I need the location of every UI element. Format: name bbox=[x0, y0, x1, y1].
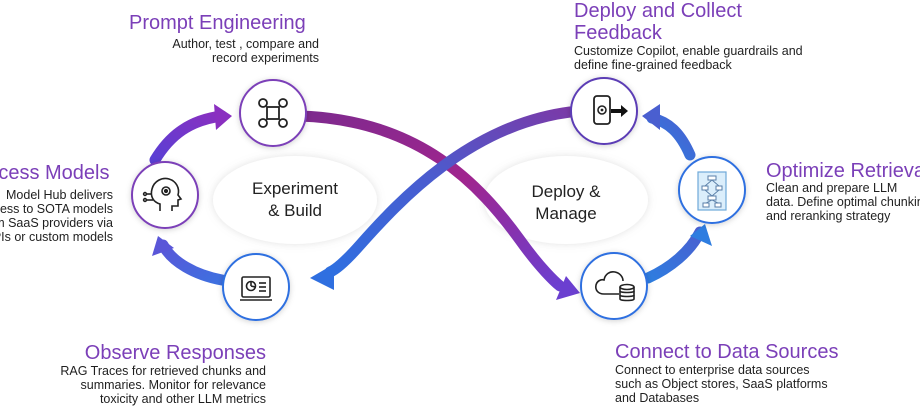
hub-right-oval bbox=[484, 156, 648, 244]
connect-desc-line1: Connect to enterprise data sources bbox=[615, 363, 810, 377]
observe-desc-line3: toxicity and other LLM metrics bbox=[99, 392, 266, 406]
hub-experiment-build: Experiment & Build bbox=[245, 178, 345, 222]
phone-settings-arrow-icon bbox=[593, 95, 628, 125]
deploy-desc-line2: define fine-grained feedback bbox=[574, 58, 732, 72]
optimize-retrieval-desc: Clean and prepare LLM data. Define optim… bbox=[766, 181, 920, 223]
prompt-engineering-desc: Author, test , compare and record experi… bbox=[129, 37, 319, 65]
optimize-desc-line2: data. Define optimal chunking bbox=[766, 195, 920, 209]
dashboard-monitor-icon bbox=[240, 276, 272, 301]
prompt-engineering-title: Prompt Engineering bbox=[129, 12, 306, 34]
stage-deploy-node[interactable] bbox=[570, 77, 638, 145]
connect-data-sources-title: Connect to Data Sources bbox=[615, 341, 839, 363]
command-key-icon bbox=[258, 98, 288, 128]
ai-head-gear-icon bbox=[142, 177, 183, 211]
access-desc-line1: Model Hub delivers bbox=[6, 188, 113, 202]
observe-desc-line2: summaries. Monitor for relevance bbox=[80, 378, 266, 392]
hub-right-line1: Deploy & bbox=[531, 182, 601, 201]
arrow-deploy-to-observe bbox=[324, 106, 576, 278]
optimize-retrieval-title: Optimize Retrieval bbox=[766, 160, 920, 182]
observe-responses-title: Observe Responses bbox=[84, 342, 266, 364]
arrowhead-observe bbox=[310, 264, 334, 290]
deploy-feedback-desc: Customize Copilot, enable guardrails and… bbox=[574, 44, 803, 72]
arrow-connect-to-optimize bbox=[642, 226, 706, 284]
arrowhead-access bbox=[152, 236, 174, 256]
optimize-desc-line3: and reranking strategy bbox=[766, 209, 891, 223]
retrieval-flow-icon bbox=[697, 171, 727, 211]
hub-left-oval bbox=[213, 156, 377, 244]
stage-optimize-node[interactable] bbox=[678, 156, 746, 224]
deploy-desc-line1: Customize Copilot, enable guardrails and bbox=[574, 44, 803, 58]
prompt-desc-line2: record experiments bbox=[212, 51, 319, 65]
hub-left-line1: Experiment bbox=[252, 179, 338, 198]
access-models-title: Access Models bbox=[0, 162, 110, 184]
access-desc-line4: APIs or custom models bbox=[0, 230, 113, 244]
hub-right-line2: Manage bbox=[535, 204, 597, 223]
optimize-desc-line1: Clean and prepare LLM bbox=[766, 181, 898, 195]
access-desc-line2: access to SOTA models bbox=[0, 202, 113, 216]
access-desc-line3: from SaaS providers via bbox=[0, 216, 113, 230]
observe-responses-desc: RAG Traces for retrieved chunks and summ… bbox=[60, 364, 266, 406]
connect-data-sources-desc: Connect to enterprise data sources such … bbox=[615, 363, 828, 405]
arrowhead-optimize bbox=[690, 224, 712, 246]
arrowhead-deploy bbox=[642, 104, 660, 130]
hub-deploy-manage: Deploy & Manage bbox=[516, 181, 616, 225]
connect-desc-line2: such as Object stores, SaaS platforms bbox=[615, 377, 828, 391]
stage-prompt-node[interactable] bbox=[239, 79, 307, 147]
stage-observe-node[interactable] bbox=[222, 253, 290, 321]
deploy-title-line1: Deploy and Collect bbox=[574, 0, 742, 22]
prompt-desc-line1: Author, test , compare and bbox=[172, 37, 319, 51]
stage-access-node[interactable] bbox=[131, 161, 199, 229]
hub-left-line2: & Build bbox=[268, 201, 322, 220]
connect-desc-line3: and Databases bbox=[615, 391, 700, 405]
arrowhead-prompt bbox=[214, 104, 232, 130]
access-models-desc: Model Hub delivers access to SOTA models… bbox=[0, 188, 113, 244]
stage-connect-node[interactable] bbox=[580, 252, 648, 320]
arrow-prompt-to-connect bbox=[294, 110, 566, 292]
arrow-access-to-prompt bbox=[149, 110, 228, 166]
observe-desc-line1: RAG Traces for retrieved chunks and bbox=[60, 364, 266, 378]
arrow-observe-to-access bbox=[157, 239, 228, 286]
cloud-database-icon bbox=[595, 271, 635, 302]
arrowhead-connect bbox=[556, 276, 580, 300]
deploy-feedback-title: Deploy and Collect Feedback bbox=[574, 0, 742, 44]
deploy-title-line2: Feedback bbox=[574, 22, 662, 44]
